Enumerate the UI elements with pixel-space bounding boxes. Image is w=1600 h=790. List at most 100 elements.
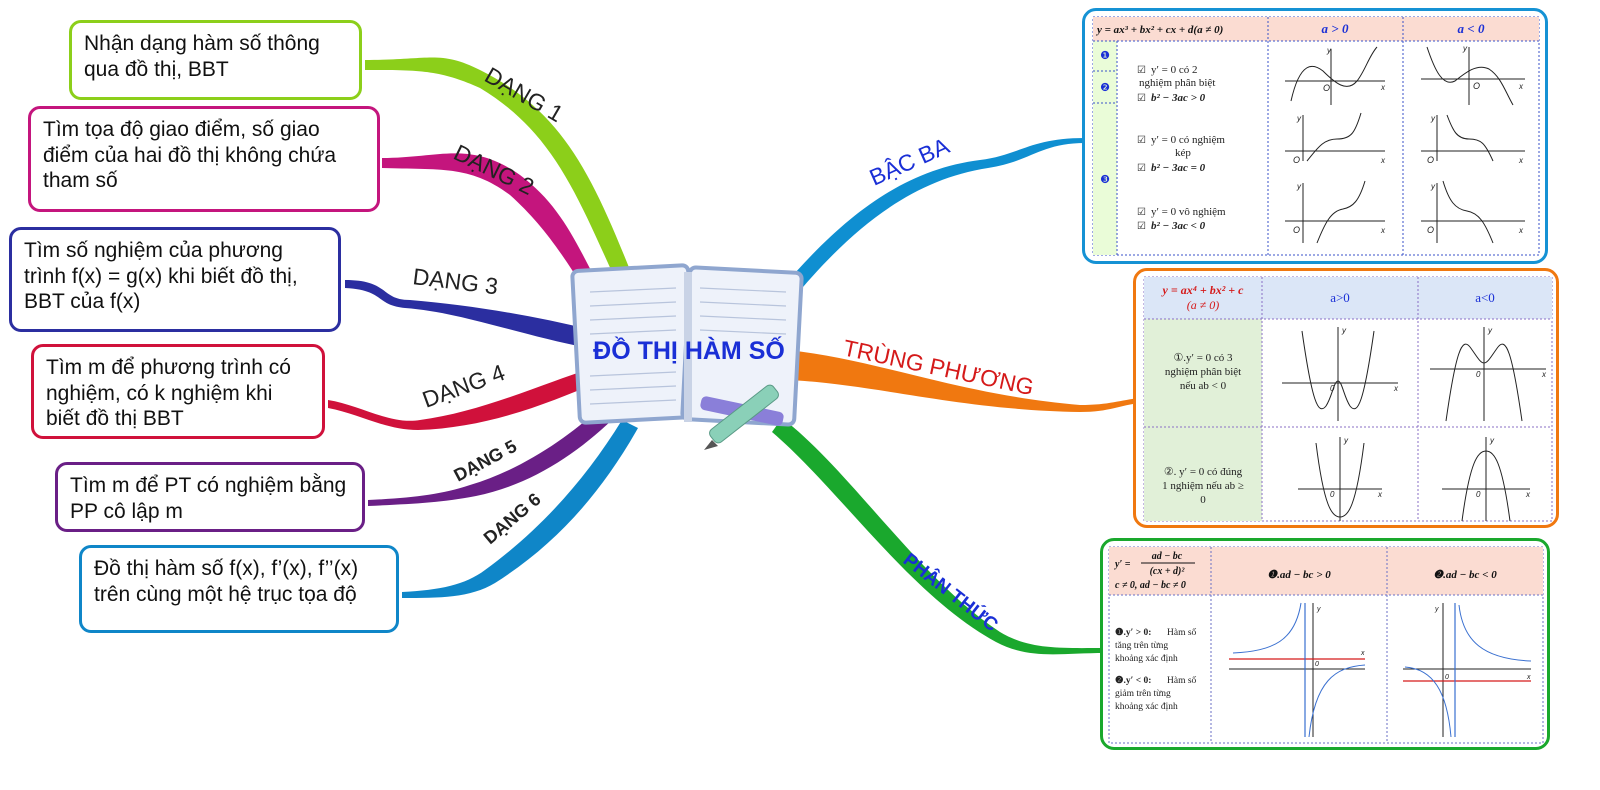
phan-thuc-case1-l1: Hàm số: [1167, 627, 1197, 638]
phan-thuc-formula-num: ad − bc: [1152, 551, 1183, 562]
phan-thuc-col-neg: ❷.ad − bc < 0: [1433, 569, 1497, 581]
bac-ba-r2-l1: y′ = 0 có nghiệm: [1151, 134, 1225, 146]
trung-phuong-r2-l2: 1 nghiệm nếu ab ≥: [1162, 480, 1244, 492]
bac-ba-g4-y: y: [1462, 44, 1468, 53]
trung-phuong-formula: y = ax⁴ + bx² + c: [1161, 283, 1245, 297]
bac-ba-num-1: ❶: [1100, 50, 1110, 62]
svg-text:☑: ☑: [1137, 221, 1146, 232]
pt-g2-o: 0: [1445, 674, 1449, 681]
dang4-box: Tìm m để phương trình có nghiệm, có k ng…: [31, 344, 325, 439]
bac-ba-r3-l1: y′ = 0 vô nghiệm: [1151, 206, 1226, 218]
svg-text:☑: ☑: [1137, 135, 1146, 146]
trung-phuong-r2-l1: ②. y′ = 0 có đúng: [1164, 466, 1243, 478]
tp-g3-y: y: [1343, 436, 1349, 445]
phan-thuc-case2-l3: khoảng xác định: [1115, 702, 1178, 712]
branch-label-dang3: DẠNG 3: [411, 263, 499, 299]
phan-thuc-case2-head: ❷.y′ < 0:: [1115, 675, 1151, 686]
branch-dang3: [345, 280, 592, 348]
phan-thuc-formula-cond: c ≠ 0, ad − bc ≠ 0: [1115, 580, 1186, 591]
bac-ba-r1-l2: nghiệm phân biệt: [1139, 77, 1215, 89]
bac-ba-col-neg: a < 0: [1458, 21, 1485, 36]
dang1-text: Nhận dạng hàm số thông qua đồ thị, BBT: [84, 32, 320, 81]
trung-phuong-col-pos: a>0: [1330, 290, 1350, 305]
phan-thuc-case1-l2: tăng trên từng: [1115, 641, 1168, 651]
trung-phuong-col-neg: a<0: [1475, 290, 1495, 305]
bac-ba-g5-o: O: [1427, 155, 1434, 165]
pt-g1-x: x: [1360, 650, 1365, 657]
branch-dang1: [365, 57, 630, 272]
branch-dang5: [368, 408, 612, 506]
bac-ba-g4-o: O: [1473, 81, 1480, 91]
bac-ba-table: y = ax³ + bx² + cx + d(a ≠ 0) a > 0 a < …: [1092, 16, 1540, 256]
trung-phuong-graph-neg-2: y x 0: [1442, 436, 1531, 522]
trung-phuong-table: y = ax⁴ + bx² + c (a ≠ 0) a>0 a<0 ①.y′ =…: [1143, 276, 1553, 522]
bac-ba-formula: y = ax³ + bx² + cx + d(a ≠ 0): [1095, 24, 1223, 36]
phan-thuc-case1-l3: khoảng xác định: [1115, 654, 1178, 664]
bac-ba-g3-y: y: [1296, 182, 1302, 191]
bac-ba-r2-l2: kép: [1175, 147, 1191, 159]
bac-ba-graph-neg-3: y x O: [1421, 180, 1525, 244]
dang2-box: Tìm tọa độ giao điểm, số giao điểm của h…: [28, 106, 380, 212]
phan-thuc-case1-head: ❶.y′ > 0:: [1115, 627, 1151, 638]
dang5-box: Tìm m để PT có nghiệm bằng PP cô lập m: [55, 462, 365, 532]
branch-label-phan-thuc: PHÂN THỨC: [899, 549, 1003, 637]
dang3-text: Tìm số nghiệm của phương trình f(x) = g(…: [24, 239, 298, 314]
branch-trung-phuong: [788, 350, 1140, 412]
pt-g2-y: y: [1434, 606, 1439, 613]
dang1-box: Nhận dạng hàm số thông qua đồ thị, BBT: [69, 20, 362, 100]
tp-g1-o: 0: [1330, 384, 1335, 393]
bac-ba-num-2: ❷: [1100, 82, 1110, 94]
tp-g2-o: 0: [1476, 370, 1481, 379]
phan-thuc-panel: y′ = ad − bc (cx + d)² c ≠ 0, ad − bc ≠ …: [1100, 538, 1550, 750]
bac-ba-g2-o: O: [1293, 155, 1300, 165]
dang4-text: Tìm m để phương trình có nghiệm, có k ng…: [46, 356, 291, 431]
bac-ba-r3-l2: b² − 3ac < 0: [1151, 220, 1206, 232]
branch-phan-thuc: [772, 418, 1105, 655]
bac-ba-graph-pos-3: y x O: [1285, 180, 1386, 244]
bac-ba-graph-pos-1: y x O: [1285, 46, 1386, 105]
tp-g4-o: 0: [1476, 490, 1481, 499]
pencil-icon: [700, 384, 784, 450]
phan-thuc-table: y′ = ad − bc (cx + d)² c ≠ 0, ad − bc ≠ …: [1108, 546, 1544, 744]
bac-ba-g4-x: x: [1518, 82, 1524, 91]
bac-ba-r1-l1: y′ = 0 có 2: [1151, 64, 1198, 76]
tp-g4-y: y: [1489, 436, 1495, 445]
bac-ba-g3-o: O: [1293, 225, 1300, 235]
phan-thuc-case2-l1: Hàm số: [1167, 675, 1197, 686]
trung-phuong-graph-neg-1: y x 0: [1430, 326, 1547, 422]
trung-phuong-r2-l3: 0: [1200, 494, 1206, 506]
bac-ba-graph-pos-2: y x O: [1285, 112, 1386, 165]
tp-g2-x: x: [1541, 370, 1547, 379]
svg-text:☑: ☑: [1137, 207, 1146, 218]
phan-thuc-formula-lhs: y′ =: [1114, 559, 1131, 570]
pt-g2-x: x: [1526, 674, 1531, 681]
svg-text:☑: ☑: [1137, 65, 1146, 76]
trung-phuong-graph-pos-1: y x 0: [1282, 326, 1399, 421]
bac-ba-g6-x: x: [1518, 226, 1524, 235]
trung-phuong-graph-pos-2: y x 0: [1298, 436, 1383, 521]
bac-ba-graph-neg-2: y x O: [1421, 114, 1525, 165]
dang3-box: Tìm số nghiệm của phương trình f(x) = g(…: [9, 227, 341, 332]
bac-ba-g1-x: x: [1380, 83, 1386, 92]
svg-text:☑: ☑: [1137, 93, 1146, 104]
bac-ba-g5-x: x: [1518, 156, 1524, 165]
bac-ba-g6-o: O: [1427, 225, 1434, 235]
tp-g2-y: y: [1487, 326, 1493, 335]
dang6-text: Đồ thị hàm số f(x), f’(x), f’’(x) trên c…: [94, 557, 359, 606]
central-topic-title: ĐỒ THỊ HÀM SỐ: [593, 337, 785, 365]
bac-ba-g2-y: y: [1296, 114, 1302, 123]
phan-thuc-graph-neg: y x 0: [1403, 603, 1532, 738]
trung-phuong-r1-l3: nếu ab < 0: [1180, 380, 1227, 392]
trung-phuong-r1-l1: ①.y′ = 0 có 3: [1173, 352, 1233, 364]
pt-g1-y: y: [1316, 606, 1321, 613]
branch-dang4: [328, 368, 598, 430]
trung-phuong-panel: y = ax⁴ + bx² + c (a ≠ 0) a>0 a<0 ①.y′ =…: [1133, 268, 1559, 528]
bac-ba-g2-x: x: [1380, 156, 1386, 165]
phan-thuc-col-pos: ❶.ad − bc > 0: [1267, 569, 1331, 581]
phan-thuc-formula-den: (cx + d)²: [1150, 566, 1186, 577]
bac-ba-col-pos: a > 0: [1322, 21, 1349, 36]
trung-phuong-r1-l2: nghiệm phân biệt: [1165, 366, 1241, 378]
tp-g1-y: y: [1341, 326, 1347, 335]
bac-ba-graph-neg-1: y x O: [1421, 44, 1525, 106]
